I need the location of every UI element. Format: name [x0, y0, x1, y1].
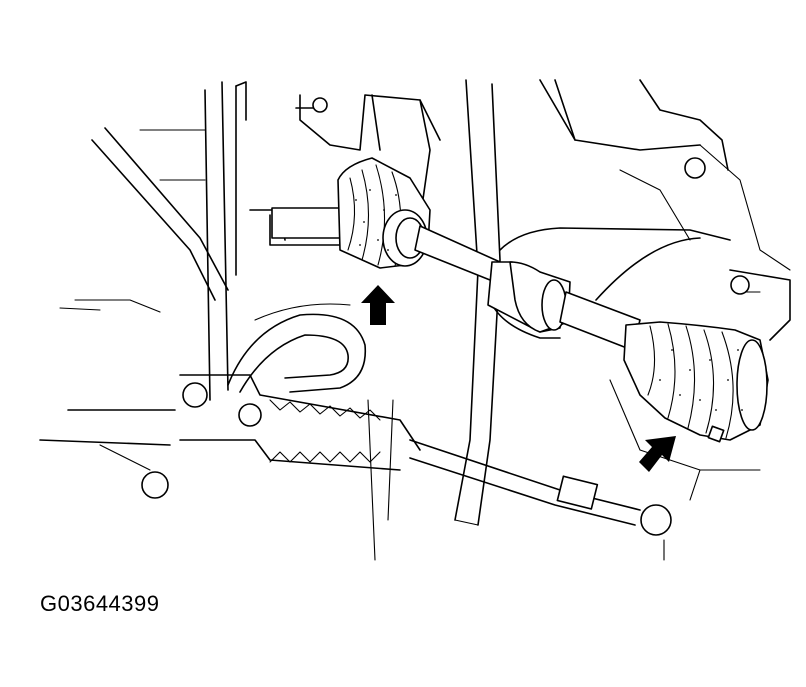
- figure-id-label: G03644399: [40, 591, 160, 616]
- outer-cv-joint: [623, 321, 769, 443]
- inner-cv-joint: [271, 157, 431, 269]
- arrow-up-icon: [361, 285, 395, 325]
- upper-fasteners: [684, 157, 750, 295]
- steering-rack: [99, 303, 672, 536]
- arrow-up-right-icon: [639, 436, 676, 472]
- drive-shaft: [414, 225, 641, 351]
